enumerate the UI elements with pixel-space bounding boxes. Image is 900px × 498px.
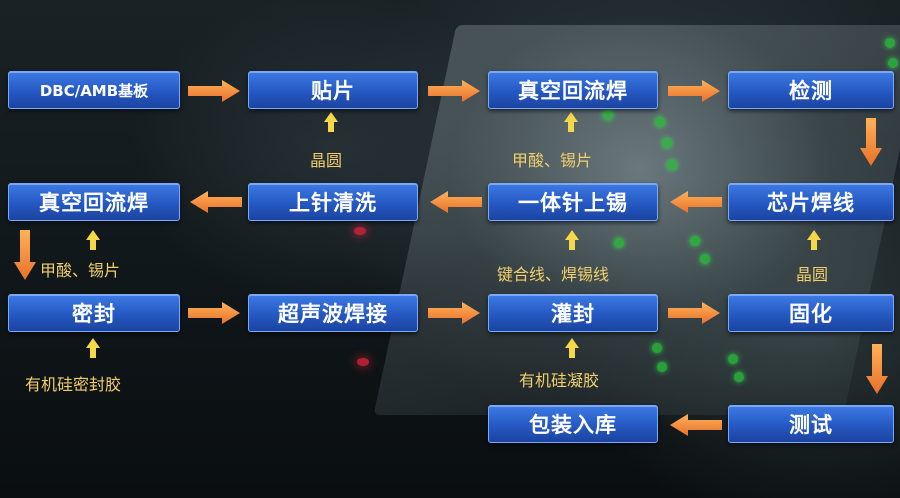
arrow-right [188, 80, 240, 102]
arrow-left [670, 191, 722, 213]
arrow-down [866, 344, 888, 394]
arrow-right [668, 302, 720, 324]
arrow-down [14, 230, 36, 280]
arrow-left [670, 414, 722, 436]
material-label-potting-gel: 有机硅凝胶 [519, 371, 600, 390]
step-inspection: 检测 [728, 71, 894, 109]
material-label-wafer: 晶圆 [796, 265, 829, 284]
arrow-left [430, 191, 482, 213]
arrow-up-small [564, 112, 578, 132]
material-label-wire-solder: 键合线、焊锡线 [497, 265, 610, 284]
step-ultrasonic-welding: 超声波焊接 [248, 294, 418, 332]
step-curing: 固化 [728, 294, 894, 332]
arrow-down [860, 118, 882, 166]
material-label-flux-solder: 甲酸、锡片 [512, 151, 593, 170]
arrow-up-small [565, 230, 579, 250]
arrow-up-small [565, 338, 579, 358]
step-vacuum-reflow-1: 真空回流焊 [488, 71, 658, 109]
material-label-flux-solder: 甲酸、锡片 [40, 261, 121, 280]
arrow-right [668, 80, 720, 102]
step-pin-cleaning: 上针清洗 [248, 183, 418, 221]
arrow-up-small [324, 112, 338, 132]
step-vacuum-reflow-2: 真空回流焊 [8, 183, 180, 221]
arrow-up-small [86, 230, 100, 250]
step-sealing: 密封 [8, 294, 180, 332]
step-pin-tinning: 一体针上锡 [488, 183, 658, 221]
arrow-up-small [807, 230, 821, 250]
arrow-up-small [86, 338, 100, 358]
arrow-right [428, 80, 480, 102]
step-potting: 灌封 [488, 294, 658, 332]
step-testing: 测试 [728, 405, 894, 443]
arrow-left [190, 191, 242, 213]
step-wire-bonding: 芯片焊线 [728, 183, 894, 221]
material-label-sealant: 有机硅密封胶 [25, 375, 122, 394]
step-packaging: 包装入库 [488, 405, 658, 443]
arrow-right [428, 302, 480, 324]
step-die-attach: 贴片 [248, 71, 418, 109]
arrow-right [188, 302, 240, 324]
material-label-wafer: 晶圆 [310, 151, 343, 170]
step-substrate: DBC/AMB基板 [8, 71, 180, 109]
